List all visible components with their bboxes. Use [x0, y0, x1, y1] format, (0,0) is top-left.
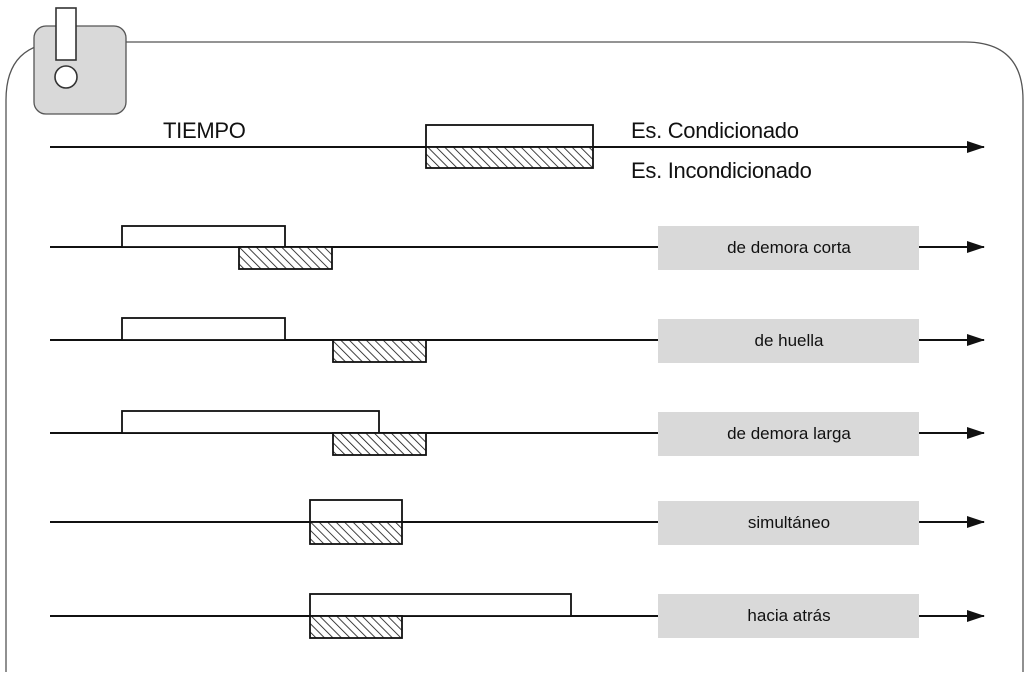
procedure-label-box — [658, 319, 919, 363]
cs-block — [309, 499, 403, 523]
us-block — [309, 615, 403, 639]
procedure-label: hacia atrás — [747, 606, 830, 625]
us-block — [309, 521, 403, 545]
procedure-row: de demora larga — [50, 410, 985, 456]
us-block — [332, 339, 427, 363]
procedure-row: simultáneo — [50, 499, 985, 545]
outer-frame — [5, 41, 1024, 672]
procedure-label-box — [658, 501, 919, 545]
us-block — [238, 246, 333, 270]
procedure-label: de demora larga — [727, 424, 851, 443]
procedure-label: de huella — [754, 331, 824, 350]
cs-block-legend — [425, 124, 594, 148]
us-block — [332, 432, 427, 456]
procedure-label-box — [658, 412, 919, 456]
procedure-row: de huella — [50, 317, 985, 363]
procedure-label-box — [658, 594, 919, 638]
exclamation-icon — [33, 7, 127, 115]
cs-block — [121, 225, 286, 248]
cs-block — [121, 317, 286, 341]
cs-block — [309, 593, 572, 617]
header-row: TIEMPO Es. Condicionado Es. Incondiciona… — [50, 118, 985, 183]
us-label: Es. Incondicionado — [631, 158, 812, 183]
procedure-row: de demora corta — [50, 225, 985, 270]
procedure-label: simultáneo — [748, 513, 830, 532]
cs-label: Es. Condicionado — [631, 118, 799, 143]
procedure-row: hacia atrás — [50, 593, 985, 639]
us-block-legend — [425, 146, 594, 169]
time-label: TIEMPO — [163, 118, 246, 143]
procedure-label: de demora corta — [727, 238, 851, 257]
cs-block — [121, 410, 380, 434]
procedure-label-box — [658, 226, 919, 270]
